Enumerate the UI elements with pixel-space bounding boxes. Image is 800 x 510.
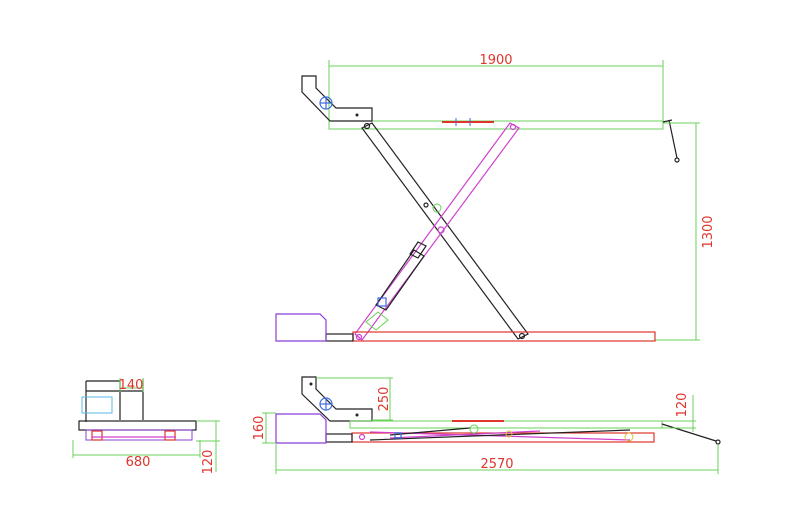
bottom-base xyxy=(275,313,656,342)
dimension-250: 250 xyxy=(316,377,393,421)
dimension-120-closed: 120 xyxy=(662,393,696,432)
dimension-680: 680 xyxy=(72,440,201,470)
scissor-arm-magenta xyxy=(354,122,520,341)
dim-label-1300: 1300 xyxy=(701,215,716,248)
end-view: 140 680 120 xyxy=(72,378,220,475)
dim-label-120-end: 120 xyxy=(201,450,216,475)
dimension-2570: 2570 xyxy=(275,444,719,474)
hook-bracket xyxy=(301,75,373,122)
closed-platform xyxy=(349,420,721,445)
top-platform xyxy=(328,118,680,163)
closed-side-view: 250 160 xyxy=(252,376,721,474)
dimension-1300: 1300 xyxy=(655,122,716,341)
closed-ramp xyxy=(275,413,327,444)
dim-label-1900: 1900 xyxy=(479,53,512,68)
scissor-arm-dark xyxy=(361,122,529,340)
raised-side-view: 1900 1300 xyxy=(275,53,716,342)
closed-mechanism xyxy=(325,424,655,443)
closed-hook-bracket xyxy=(301,376,373,422)
hydraulic-cylinder xyxy=(365,241,427,331)
dim-label-250: 250 xyxy=(377,387,392,412)
dim-label-160: 160 xyxy=(252,416,267,441)
dimension-160: 160 xyxy=(252,412,276,444)
dim-label-680: 680 xyxy=(126,455,151,470)
dimension-1900: 1900 xyxy=(328,53,664,124)
dim-label-2570: 2570 xyxy=(480,457,513,472)
dimension-120-end: 120 xyxy=(196,420,220,475)
dim-label-120-closed: 120 xyxy=(675,393,690,418)
dimension-140: 140 xyxy=(119,378,144,393)
dim-label-140: 140 xyxy=(119,378,144,393)
